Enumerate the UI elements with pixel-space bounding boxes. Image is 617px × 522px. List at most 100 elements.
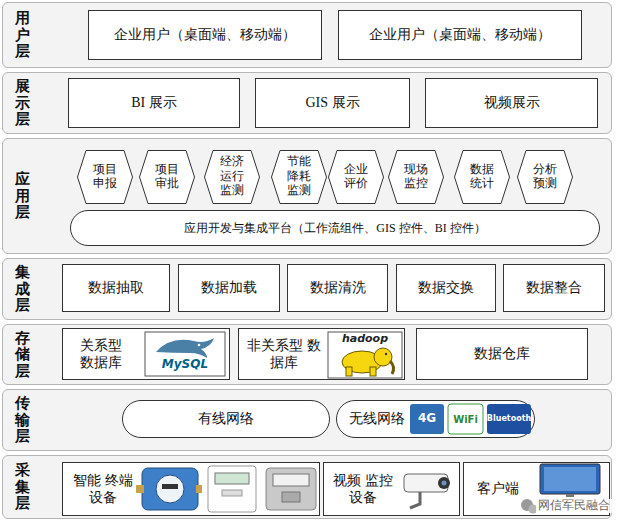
box-label: 应用开发与集成平台（工作流组件、GIS 控件、BI 控件） [184,221,485,236]
hexagon-module: 企业 评价 [328,150,384,204]
layer-band: 应用层 项目 申报项目 审批经济 运行 监测 节能 降耗 监测 企业 评价现场 监控数… [2,138,612,254]
hexagon-module: 数据 统计 [454,150,510,204]
mysql-text: MySQL [162,358,208,371]
text-holder: 企业 评价 [328,150,384,202]
text-holder: 展示层 [9,73,35,133]
text-holder: 非关系型 数据库 [247,329,321,379]
box-label: 数据清洗 [310,279,366,297]
layer-band: 用户层 企业用户（桌面端、移动端） 企业用户（桌面端、移动端） [2,2,612,68]
text-holder: 存储层 [9,325,35,384]
layer-band: 存储层 关系型 数据库 非关系型 数据库 数据仓库 [2,324,612,385]
hexagon-module: 项目 审批 [139,150,195,204]
hexagon-shape [140,151,195,204]
process-box: 智能 终端设备 [62,462,320,516]
wifi-icon-text: WiFi [448,404,483,434]
text-holder: 数据抽取 [63,265,169,311]
wifi-icon-text: WiFi [453,414,478,425]
hexagon-shape [205,151,260,204]
process-box: BI 展示 [68,78,240,128]
text-holder: 节能 降耗 监测 [271,150,327,202]
hexagon-module: 经济 运行 监测 [204,150,260,204]
layer-band: 采集层 智能 终端设备 视频 监控设备 客户端 [2,455,612,519]
hexagon-shape [389,151,444,204]
text-holder: 集成层 [9,259,35,319]
text-holder: 客户端 [468,463,528,515]
process-box: 数据抽取 [62,264,170,312]
text-holder: 项目 审批 [139,150,195,202]
watermark: 网信军民融合 [536,499,612,512]
box-label: GIS 展示 [305,94,359,112]
box-label: 客户端 [477,480,519,498]
box-label: 项目 申报 [92,162,118,191]
box-label: BI 展示 [131,94,177,112]
4g-icon-text: 4G [418,412,436,425]
box-label: 非关系型 数据库 [247,337,321,372]
process-box: 关系型 数据库 [62,328,230,380]
process-box: GIS 展示 [255,78,410,128]
process-box: 企业用户（桌面端、移动端） [338,10,582,60]
text-holder: 企业用户（桌面端、移动端） [89,11,321,59]
text-holder: 数据仓库 [417,329,587,379]
box-label: 企业 评价 [343,162,369,191]
process-box: 企业用户（桌面端、移动端） [88,10,322,60]
text-holder: BI 展示 [69,79,239,127]
box-label: 数据整合 [526,279,582,297]
text-holder: 采集层 [9,456,35,518]
layer-label: 集成层 [15,264,30,314]
rounded-box: 有线网络 [122,400,330,438]
layer-label: 展示层 [15,78,30,128]
text-holder: 传输层 [9,390,35,450]
hexagon-shape [518,151,573,204]
box-label: 数据仓库 [474,345,530,363]
hexagon-shape [272,151,327,204]
text-holder: 现场 监控 [388,150,444,202]
text-holder: 应用开发与集成平台（工作流组件、GIS 控件、BI 控件） [71,211,599,245]
box-label: 视频展示 [484,94,540,112]
bluetooth-icon-text: Bluetooth [487,404,531,434]
text-holder: 数据交换 [397,265,495,311]
box-label: 智能 终端设备 [69,472,137,507]
hexagon-module: 分析 预测 [517,150,573,204]
box-label: 数据加载 [201,279,257,297]
text-holder: 无线网络 [345,401,409,437]
box-label: 数据抽取 [88,279,144,297]
box-label: 节能 降耗 监测 [286,154,312,197]
box-label: 经济 运行 监测 [219,154,245,197]
box-label: 数据 统计 [469,162,495,191]
layer-label: 用户层 [15,10,30,60]
hexagon-module: 项目 申报 [77,150,133,204]
layer-label: 传输层 [15,395,30,445]
hexagon-module: 节能 降耗 监测 [271,150,327,204]
text-holder: 视频 监控设备 [330,463,396,515]
layer-label: 采集层 [15,462,30,512]
layer-label: 存储层 [15,330,30,380]
hadoop-text: hadoop [342,333,388,345]
bluetooth-icon-text: Bluetooth [487,415,531,424]
box-label: 有线网络 [198,410,254,428]
box-label: 企业用户（桌面端、移动端） [114,26,296,44]
text-holder: GIS 展示 [256,79,409,127]
text-holder: 项目 申报 [77,150,133,202]
text-holder: 用户层 [9,3,35,67]
text-holder: 数据整合 [504,265,604,311]
text-holder: 有线网络 [123,401,329,437]
process-box: 数据整合 [503,264,605,312]
box-label: 数据交换 [418,279,474,297]
hexagon-shape [78,151,133,204]
box-label: 关系型 数据库 [73,337,129,372]
box-label: 视频 监控设备 [330,472,396,507]
text-holder: 数据加载 [179,265,279,311]
mysql-text: MySQL [147,356,223,374]
layer-label: 应用层 [15,171,30,221]
box-label: 无线网络 [349,410,405,428]
text-holder: 企业用户（桌面端、移动端） [339,11,581,59]
hexagon-shape [455,151,510,204]
hexagon-shape [329,151,384,204]
hexagon-module: 现场 监控 [388,150,444,204]
process-box: 数据加载 [178,264,280,312]
text-holder: 数据 统计 [454,150,510,202]
4g-icon-text: 4G [410,404,444,434]
text-holder: 应用层 [9,139,35,253]
watermark: 网信军民融合 [537,498,611,514]
